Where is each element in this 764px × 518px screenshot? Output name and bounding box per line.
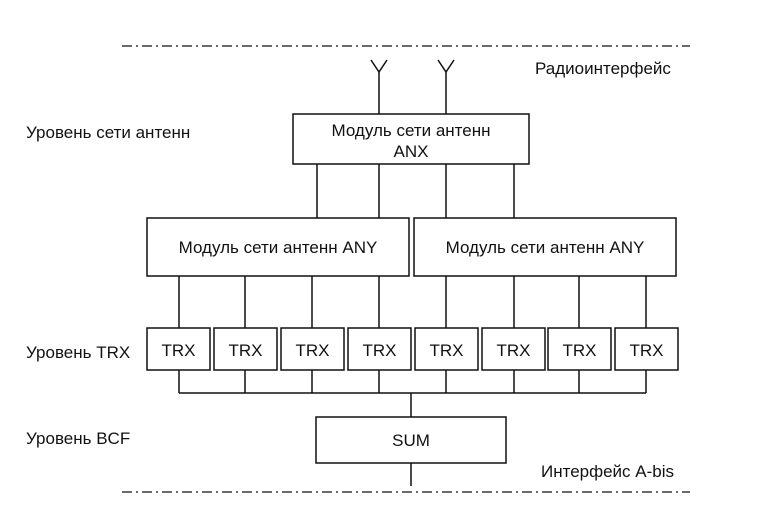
sum-label: SUM [392,431,430,450]
anx-any-connectors [316,164,515,218]
trx-box [213,327,278,371]
trx-label: TRX [363,341,397,360]
trx-label: TRX [296,341,330,360]
anx-module-box [292,113,530,165]
antenna-level-label: Уровень сети антенн [26,123,190,142]
trx-box [347,327,412,371]
trx-row: TRX TRX TRX TRX TRX TRX TRX TRX [146,327,679,371]
anx-module-label: Модуль сети антенн [331,121,490,140]
trx-box [280,327,345,371]
trx-sum-bus [178,370,647,417]
trx-box [614,327,679,371]
trx-box [547,327,612,371]
trx-label: TRX [497,341,531,360]
any-module-label: Модуль сети антенн ANY [179,238,378,257]
trx-box [146,327,211,371]
trx-label: TRX [630,341,664,360]
trx-label: TRX [162,341,196,360]
bcf-level-label: Уровень BCF [26,429,130,448]
any-trx-connectors [178,276,647,328]
radio-interface-label: Радиоинтерфейс [535,59,671,78]
abis-interface-label: Интерфейс A-bis [541,462,674,481]
trx-level-label: Уровень TRX [26,343,130,362]
sum-box [315,416,507,464]
trx-label: TRX [229,341,263,360]
antenna-icon [370,59,388,114]
anx-module-code: ANX [394,142,429,161]
trx-label: TRX [563,341,597,360]
any-module-box [146,217,410,277]
any-module-box [413,217,677,277]
any-module-label: Модуль сети антенн ANY [446,238,645,257]
trx-box [481,327,546,371]
trx-box [414,327,479,371]
trx-label: TRX [430,341,464,360]
antenna-icon [437,59,455,114]
